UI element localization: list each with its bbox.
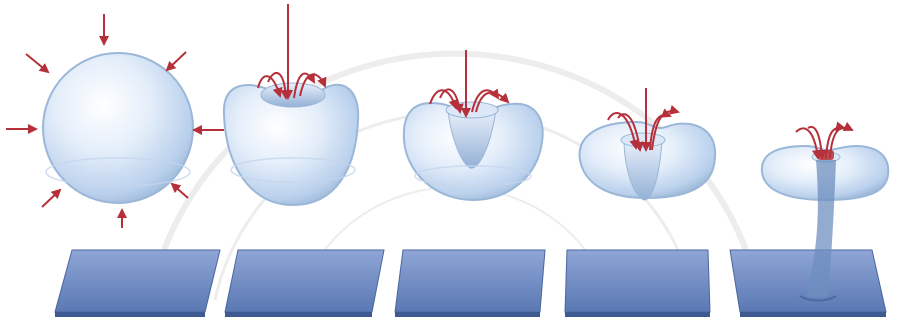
plate-3	[395, 250, 545, 317]
stage-3-cavity	[404, 50, 543, 200]
stage-2-dimple	[224, 4, 358, 205]
stage-4-torus	[580, 88, 716, 200]
plate-4	[565, 250, 710, 317]
plate-2	[225, 250, 384, 317]
plate-1	[55, 250, 220, 317]
plate-5	[730, 250, 886, 317]
